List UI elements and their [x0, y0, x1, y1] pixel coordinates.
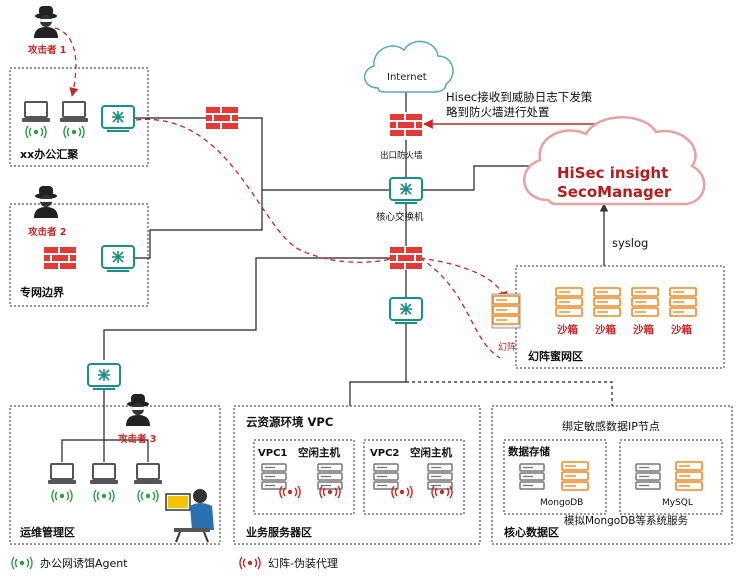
- border-switch-icon: [101, 245, 135, 272]
- vpc2-box: [363, 439, 465, 515]
- border-firewall-icon: [44, 247, 76, 269]
- syslog-label: syslog: [612, 236, 648, 250]
- sandbox-server-icon: [669, 287, 697, 317]
- vpc1-label: VPC1: [258, 448, 287, 459]
- agent-signal-icon: [25, 125, 47, 139]
- sandbox-label: 沙箱: [633, 323, 654, 336]
- mysql-label: MySQL: [662, 498, 693, 508]
- mysql-server-icon: [675, 461, 703, 491]
- sandbox-server-icon: [593, 287, 621, 317]
- internet-label: Internet: [387, 72, 427, 83]
- vpc2-host-label: 空闲主机: [410, 446, 452, 459]
- mongodb-server-icon: [561, 461, 589, 491]
- laptop-icon: [21, 101, 51, 123]
- secomanager-cloud: HiSec insight SecoManager: [523, 116, 706, 206]
- server-icon: [373, 463, 399, 490]
- secomanager-line1: HiSec insight: [557, 164, 668, 182]
- laptop-icon: [133, 463, 163, 485]
- agent-signal-icon: [63, 125, 85, 139]
- sandbox-server-icon: [555, 287, 583, 317]
- ops-zone-box: [9, 405, 221, 545]
- attacker-3: 攻击者 3: [118, 394, 156, 445]
- legend-proxy-label: 幻阵-伪装代理: [268, 556, 338, 570]
- agent-legend-icon: [11, 556, 33, 570]
- vpc1-host-label: 空闲主机: [298, 446, 340, 459]
- server-icon: [317, 463, 343, 490]
- sandbox-label: 沙箱: [557, 323, 578, 336]
- ops-switch-icon: [87, 363, 121, 390]
- egress-firewall-label: 出口防火墙: [380, 150, 423, 161]
- mongodb-label: MongoDB: [540, 498, 583, 508]
- private-border-zone-label: 专网边界: [20, 285, 64, 299]
- internet-cloud: Internet: [364, 40, 454, 93]
- huanzhen-node: 幻阵: [491, 293, 521, 353]
- laptop-icon: [89, 463, 119, 485]
- office-zone-box: [9, 67, 149, 167]
- huanzhen-server-icon: [492, 295, 520, 325]
- annotation-line2: 略到防火墙进行处置: [446, 105, 550, 119]
- attacker-1-label: 攻击者 1: [28, 44, 66, 56]
- egress-firewall-icon: [390, 114, 422, 136]
- agent-signal-icon: [51, 489, 73, 503]
- attacker-3-label: 攻击者 3: [118, 433, 156, 445]
- vpc-zone-title: 云资源环境 VPC: [246, 415, 333, 429]
- agent-signal-icon: [137, 489, 159, 503]
- agent-signal-icon: [93, 489, 115, 503]
- attacker-2-label: 攻击者 2: [28, 226, 66, 238]
- hacker-icon: [126, 394, 150, 426]
- business-zone-label: 业务服务器区: [246, 525, 312, 539]
- server-icon: [519, 463, 545, 490]
- vpc2-label: VPC2: [370, 448, 399, 459]
- legend-agent-label: 办公网诱饵Agent: [40, 557, 128, 570]
- attacker-1: 攻击者 1: [28, 6, 66, 56]
- office-switch-icon: [101, 105, 135, 132]
- laptop-icon: [59, 101, 89, 123]
- server-icon: [427, 463, 453, 490]
- secomanager-line2: SecoManager: [557, 183, 672, 201]
- private-border-zone-box: [9, 203, 149, 307]
- core-data-zone-label: 核心数据区: [504, 525, 559, 539]
- office-firewall-icon: [206, 107, 238, 129]
- hacker-icon: [34, 6, 58, 38]
- ops-zone-label: 运维管理区: [20, 525, 75, 539]
- network-links: [61, 92, 609, 462]
- proxy-legend-icon: [239, 556, 261, 570]
- annotation-line1: Hisec接收到威胁日志下发策: [446, 90, 593, 104]
- simulate-label: 模拟MongoDB等系统服务: [564, 514, 689, 527]
- hacker-icon: [34, 186, 58, 218]
- operator-figure-icon: [165, 489, 214, 543]
- attacker-2: 攻击者 2: [28, 186, 66, 238]
- sandbox-server-icon: [631, 287, 659, 317]
- server-icon: [635, 463, 661, 490]
- office-zone-label: xx办公汇聚: [20, 147, 79, 161]
- storage-label: 数据存储: [507, 445, 550, 458]
- honeynet-zone-label: 幻阵蜜网区: [528, 349, 583, 363]
- huanzhen-label: 幻阵: [498, 341, 516, 353]
- server-icon: [261, 463, 287, 490]
- core-switch-icon: [389, 177, 423, 204]
- core-data-link: [406, 381, 613, 406]
- core-switch-label: 核心交换机: [376, 211, 424, 223]
- dc-switch-icon: [389, 297, 423, 324]
- legend: 办公网诱饵Agent 幻阵-伪装代理: [11, 556, 338, 570]
- sandbox-label: 沙箱: [671, 323, 692, 336]
- laptop-icon: [47, 463, 77, 485]
- inner-firewall-icon: [390, 247, 422, 269]
- sensitive-node-label: 绑定敏感数据IP节点: [562, 419, 660, 433]
- sandbox-label: 沙箱: [595, 323, 616, 336]
- vpc1-box: [253, 439, 355, 515]
